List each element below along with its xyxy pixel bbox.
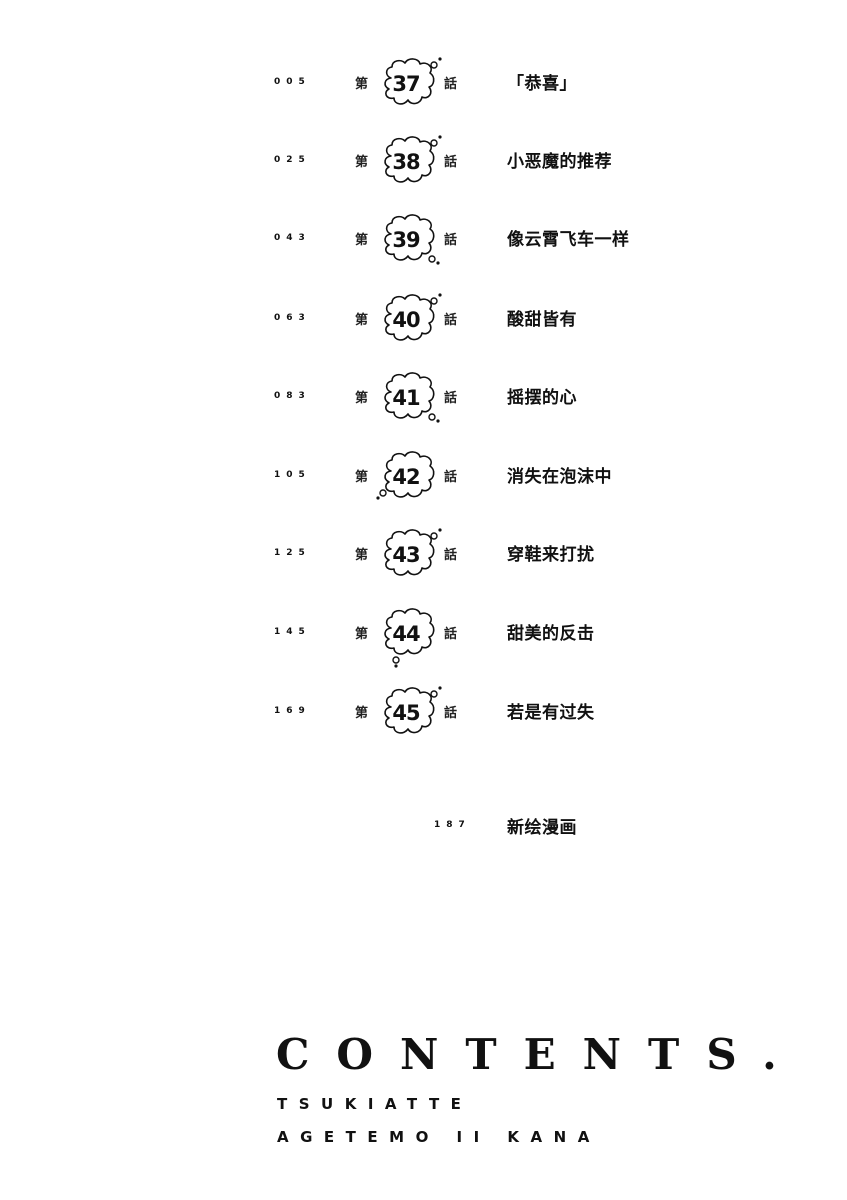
- chapter-number: 39: [392, 228, 420, 252]
- toc-chapter-row[interactable]: 005 第 37 話 「恭喜」: [0, 53, 847, 113]
- chapter-title: 酸甜皆有: [507, 310, 577, 330]
- chapter-title: 「恭喜」: [507, 74, 577, 94]
- chapter-number: 40: [392, 308, 420, 332]
- page-number: 187: [434, 820, 471, 830]
- toc-chapter-row[interactable]: 025 第 38 話 小恶魔的推荐: [0, 131, 847, 191]
- chapter-number: 41: [392, 386, 420, 410]
- chapter-title: 像云霄飞车一样: [507, 230, 630, 250]
- thought-cloud-icon: 42: [376, 448, 446, 508]
- chapter-title: 消失在泡沫中: [507, 467, 612, 487]
- page-number: 105: [274, 470, 311, 480]
- page-number: 169: [274, 706, 311, 716]
- chapter-title: 小恶魔的推荐: [507, 152, 612, 172]
- chapter-suffix: 話: [444, 391, 458, 406]
- toc-chapter-row[interactable]: 169 第 45 話 若是有过失: [0, 682, 847, 742]
- page-number: 125: [274, 548, 311, 558]
- thought-cloud-icon: 45: [376, 684, 446, 744]
- thought-cloud-icon: 38: [376, 133, 446, 193]
- toc-chapter-row[interactable]: 063 第 40 話 酸甜皆有: [0, 289, 847, 349]
- chapter-suffix: 話: [444, 706, 458, 721]
- chapter-prefix: 第: [355, 155, 369, 170]
- chapter-prefix: 第: [355, 77, 369, 92]
- chapter-suffix: 話: [444, 548, 458, 563]
- entry-title: 新绘漫画: [507, 818, 577, 838]
- chapter-title: 甜美的反击: [507, 624, 595, 644]
- chapter-suffix: 話: [444, 77, 458, 92]
- chapter-suffix: 話: [444, 233, 458, 248]
- thought-cloud-icon: 43: [376, 526, 446, 586]
- chapter-number: 38: [392, 150, 420, 174]
- chapter-number: 45: [392, 701, 420, 725]
- thought-cloud-icon: 44: [376, 605, 446, 668]
- chapter-prefix: 第: [355, 233, 369, 248]
- toc-chapter-row[interactable]: 145 第 44 話 甜美的反击: [0, 603, 847, 668]
- series-title-line2: AGETEMO II KANA: [277, 1128, 601, 1146]
- page-number: 043: [274, 233, 311, 243]
- contents-heading: CONTENTS.: [276, 1030, 804, 1079]
- chapter-suffix: 話: [444, 313, 458, 328]
- chapter-title: 若是有过失: [507, 703, 595, 723]
- thought-cloud-icon: 41: [376, 369, 446, 429]
- page-number: 083: [274, 391, 311, 401]
- series-title-line1: TSUKIATTE: [277, 1095, 473, 1113]
- toc-chapter-row[interactable]: 043 第 39 話 像云霄飞车一样: [0, 209, 847, 269]
- toc-extra-row[interactable]: 187 新绘漫画: [0, 810, 847, 850]
- page-number: 025: [274, 155, 311, 165]
- toc-chapter-row[interactable]: 105 第 42 話 消失在泡沫中: [0, 446, 847, 506]
- toc-chapter-row[interactable]: 083 第 41 話 摇摆的心: [0, 367, 847, 427]
- chapter-prefix: 第: [355, 470, 369, 485]
- thought-cloud-icon: 39: [376, 211, 446, 271]
- page-number: 005: [274, 77, 311, 87]
- chapter-prefix: 第: [355, 627, 369, 642]
- chapter-number: 43: [392, 543, 420, 567]
- thought-cloud-icon: 40: [376, 291, 446, 351]
- page-number: 145: [274, 627, 311, 637]
- chapter-title: 摇摆的心: [507, 388, 577, 408]
- chapter-number: 37: [392, 72, 420, 96]
- toc-chapter-row[interactable]: 125 第 43 話 穿鞋来打扰: [0, 524, 847, 584]
- page-number: 063: [274, 313, 311, 323]
- chapter-suffix: 話: [444, 627, 458, 642]
- chapter-prefix: 第: [355, 313, 369, 328]
- chapter-prefix: 第: [355, 391, 369, 406]
- chapter-suffix: 話: [444, 155, 458, 170]
- chapter-prefix: 第: [355, 548, 369, 563]
- chapter-number: 44: [392, 622, 420, 646]
- chapter-number: 42: [392, 465, 420, 489]
- chapter-suffix: 話: [444, 470, 458, 485]
- chapter-prefix: 第: [355, 706, 369, 721]
- chapter-title: 穿鞋来打扰: [507, 545, 595, 565]
- thought-cloud-icon: 37: [376, 55, 446, 115]
